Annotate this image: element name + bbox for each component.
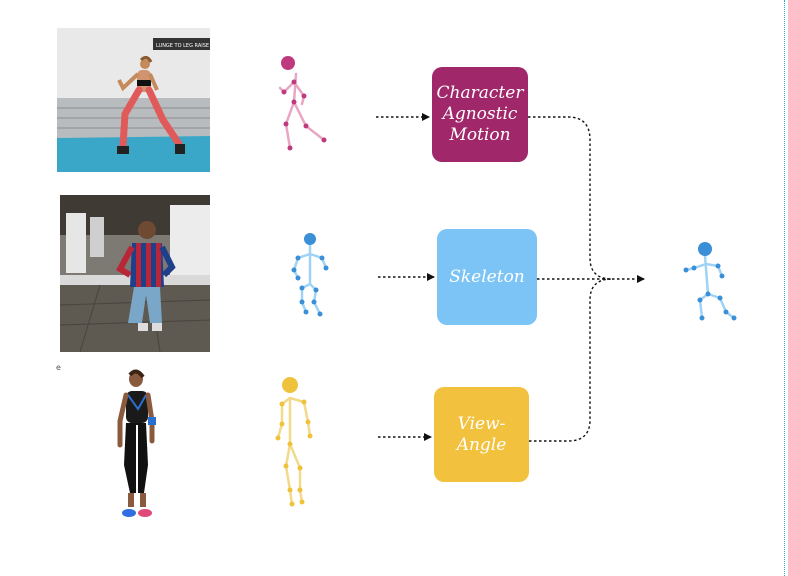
- character-agnostic-motion-label: Character Agnostic Motion: [437, 83, 524, 146]
- view-angle-label: View- Angle: [457, 414, 507, 456]
- skeleton-label: Skeleton: [449, 267, 525, 288]
- view-angle-box: View- Angle: [434, 387, 529, 482]
- merge-line-from-motion: [528, 117, 612, 279]
- skeleton-box: Skeleton: [437, 229, 537, 325]
- merge-line-from-view-angle: [529, 279, 612, 441]
- character-agnostic-motion-box: Character Agnostic Motion: [432, 67, 528, 162]
